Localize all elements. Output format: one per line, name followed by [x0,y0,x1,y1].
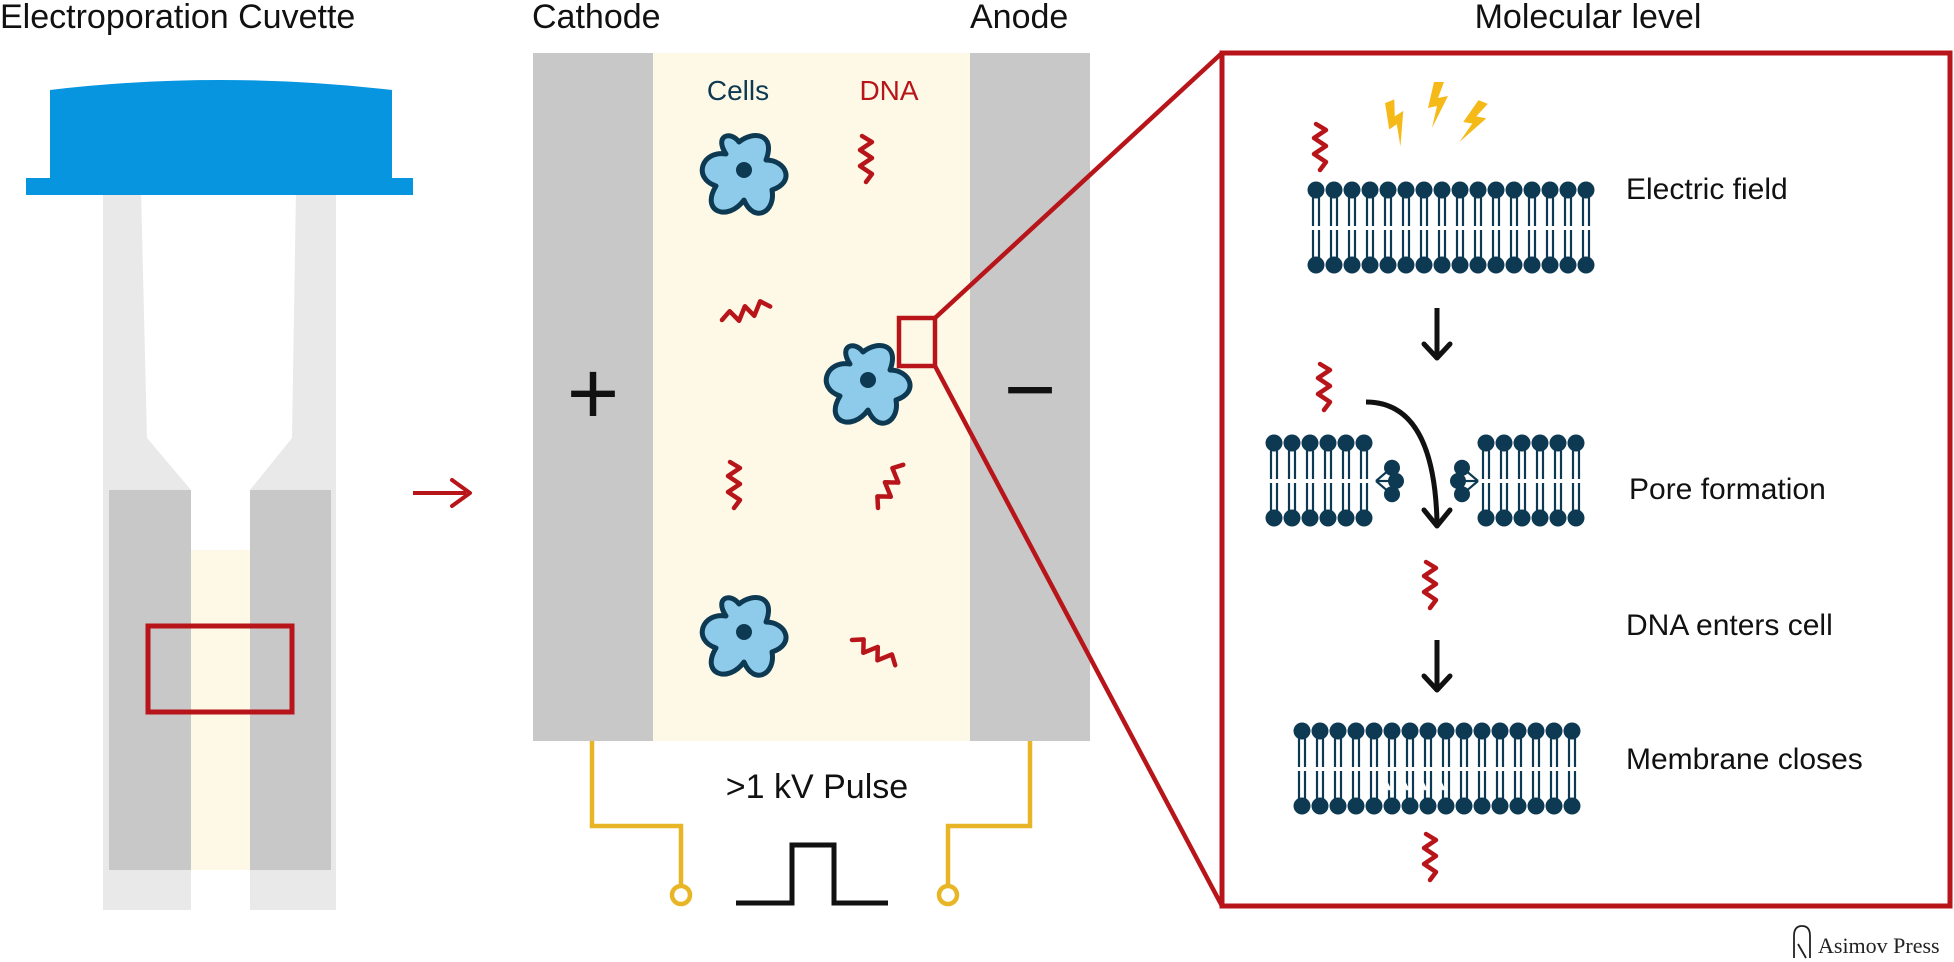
brand-icon [1793,925,1811,959]
splayed-lipid-head [1388,473,1404,489]
anode-wire [945,741,1033,885]
pulse-circuit: >1 kV Pulse [589,741,1033,907]
cathode-wire [589,741,684,885]
cell-suspension [653,53,970,741]
resealed-membrane [1292,721,1582,816]
molecular-panel-frame [1219,50,1953,909]
pore-membrane-right [1450,433,1586,528]
splayed-lipid-head [1454,486,1470,503]
splayed-lipid-tail [1466,470,1479,482]
pore-membrane-left [1264,433,1404,528]
cathode-terminal [669,883,693,907]
splayed-lipid-head [1450,473,1466,489]
splayed-lipid-head [1454,459,1470,476]
reseal-gap-mark [1414,769,1428,791]
cathode-plate [533,53,653,741]
dna-path-arrow [1365,399,1453,529]
membrane-zoom-box [896,315,938,369]
arrow-down-icon [1421,308,1453,361]
step-electric-field: Electric field [1626,173,1788,206]
anode-title: Anode [970,0,1068,36]
electrode-chamber: + − Cells DNA [533,53,1090,741]
splayed-lipid-tail [1375,470,1388,482]
minus-sign: − [1004,340,1057,440]
step-membrane-closes: Membrane closes [1626,743,1863,776]
cuvette-cap [26,80,413,195]
zoom-connector-top [933,51,1224,320]
anode-terminal [936,883,960,907]
electroporation-cuvette [26,80,413,910]
reseal-gap-mark [1396,769,1410,791]
splayed-lipid-head [1384,459,1400,476]
splayed-lipid-tail [1466,480,1479,492]
step-pore-formation: Pore formation [1629,473,1826,506]
splayed-lipid-tail [1375,480,1388,492]
zoom-arrow [413,478,472,508]
cuvette-title: Electroporation Cuvette [0,0,355,36]
molecular-title: Molecular level [1475,0,1702,36]
step-dna-enters: DNA enters cell [1626,609,1833,642]
cathode-title: Cathode [532,0,661,36]
zoom-connector-bottom [933,364,1224,908]
splayed-lipid-head [1384,486,1400,503]
cells-label: Cells [707,75,769,106]
molecular-panel: Electric field Pore formation DNA enters… [1219,50,1953,909]
pulse-label: >1 kV Pulse [726,768,908,806]
dna-label: DNA [859,75,918,106]
arrow-down-icon [1421,640,1453,693]
anode-plate [970,53,1090,741]
brand-name: Asimov Press [1818,933,1940,958]
plus-sign: + [567,344,620,444]
reseal-gap-mark [1378,769,1392,791]
square-pulse-icon [736,842,888,906]
reseal-gap-mark [1432,769,1446,791]
cuvette-zoom-box [145,623,295,715]
brand-logo: Asimov Press [1793,925,1940,959]
